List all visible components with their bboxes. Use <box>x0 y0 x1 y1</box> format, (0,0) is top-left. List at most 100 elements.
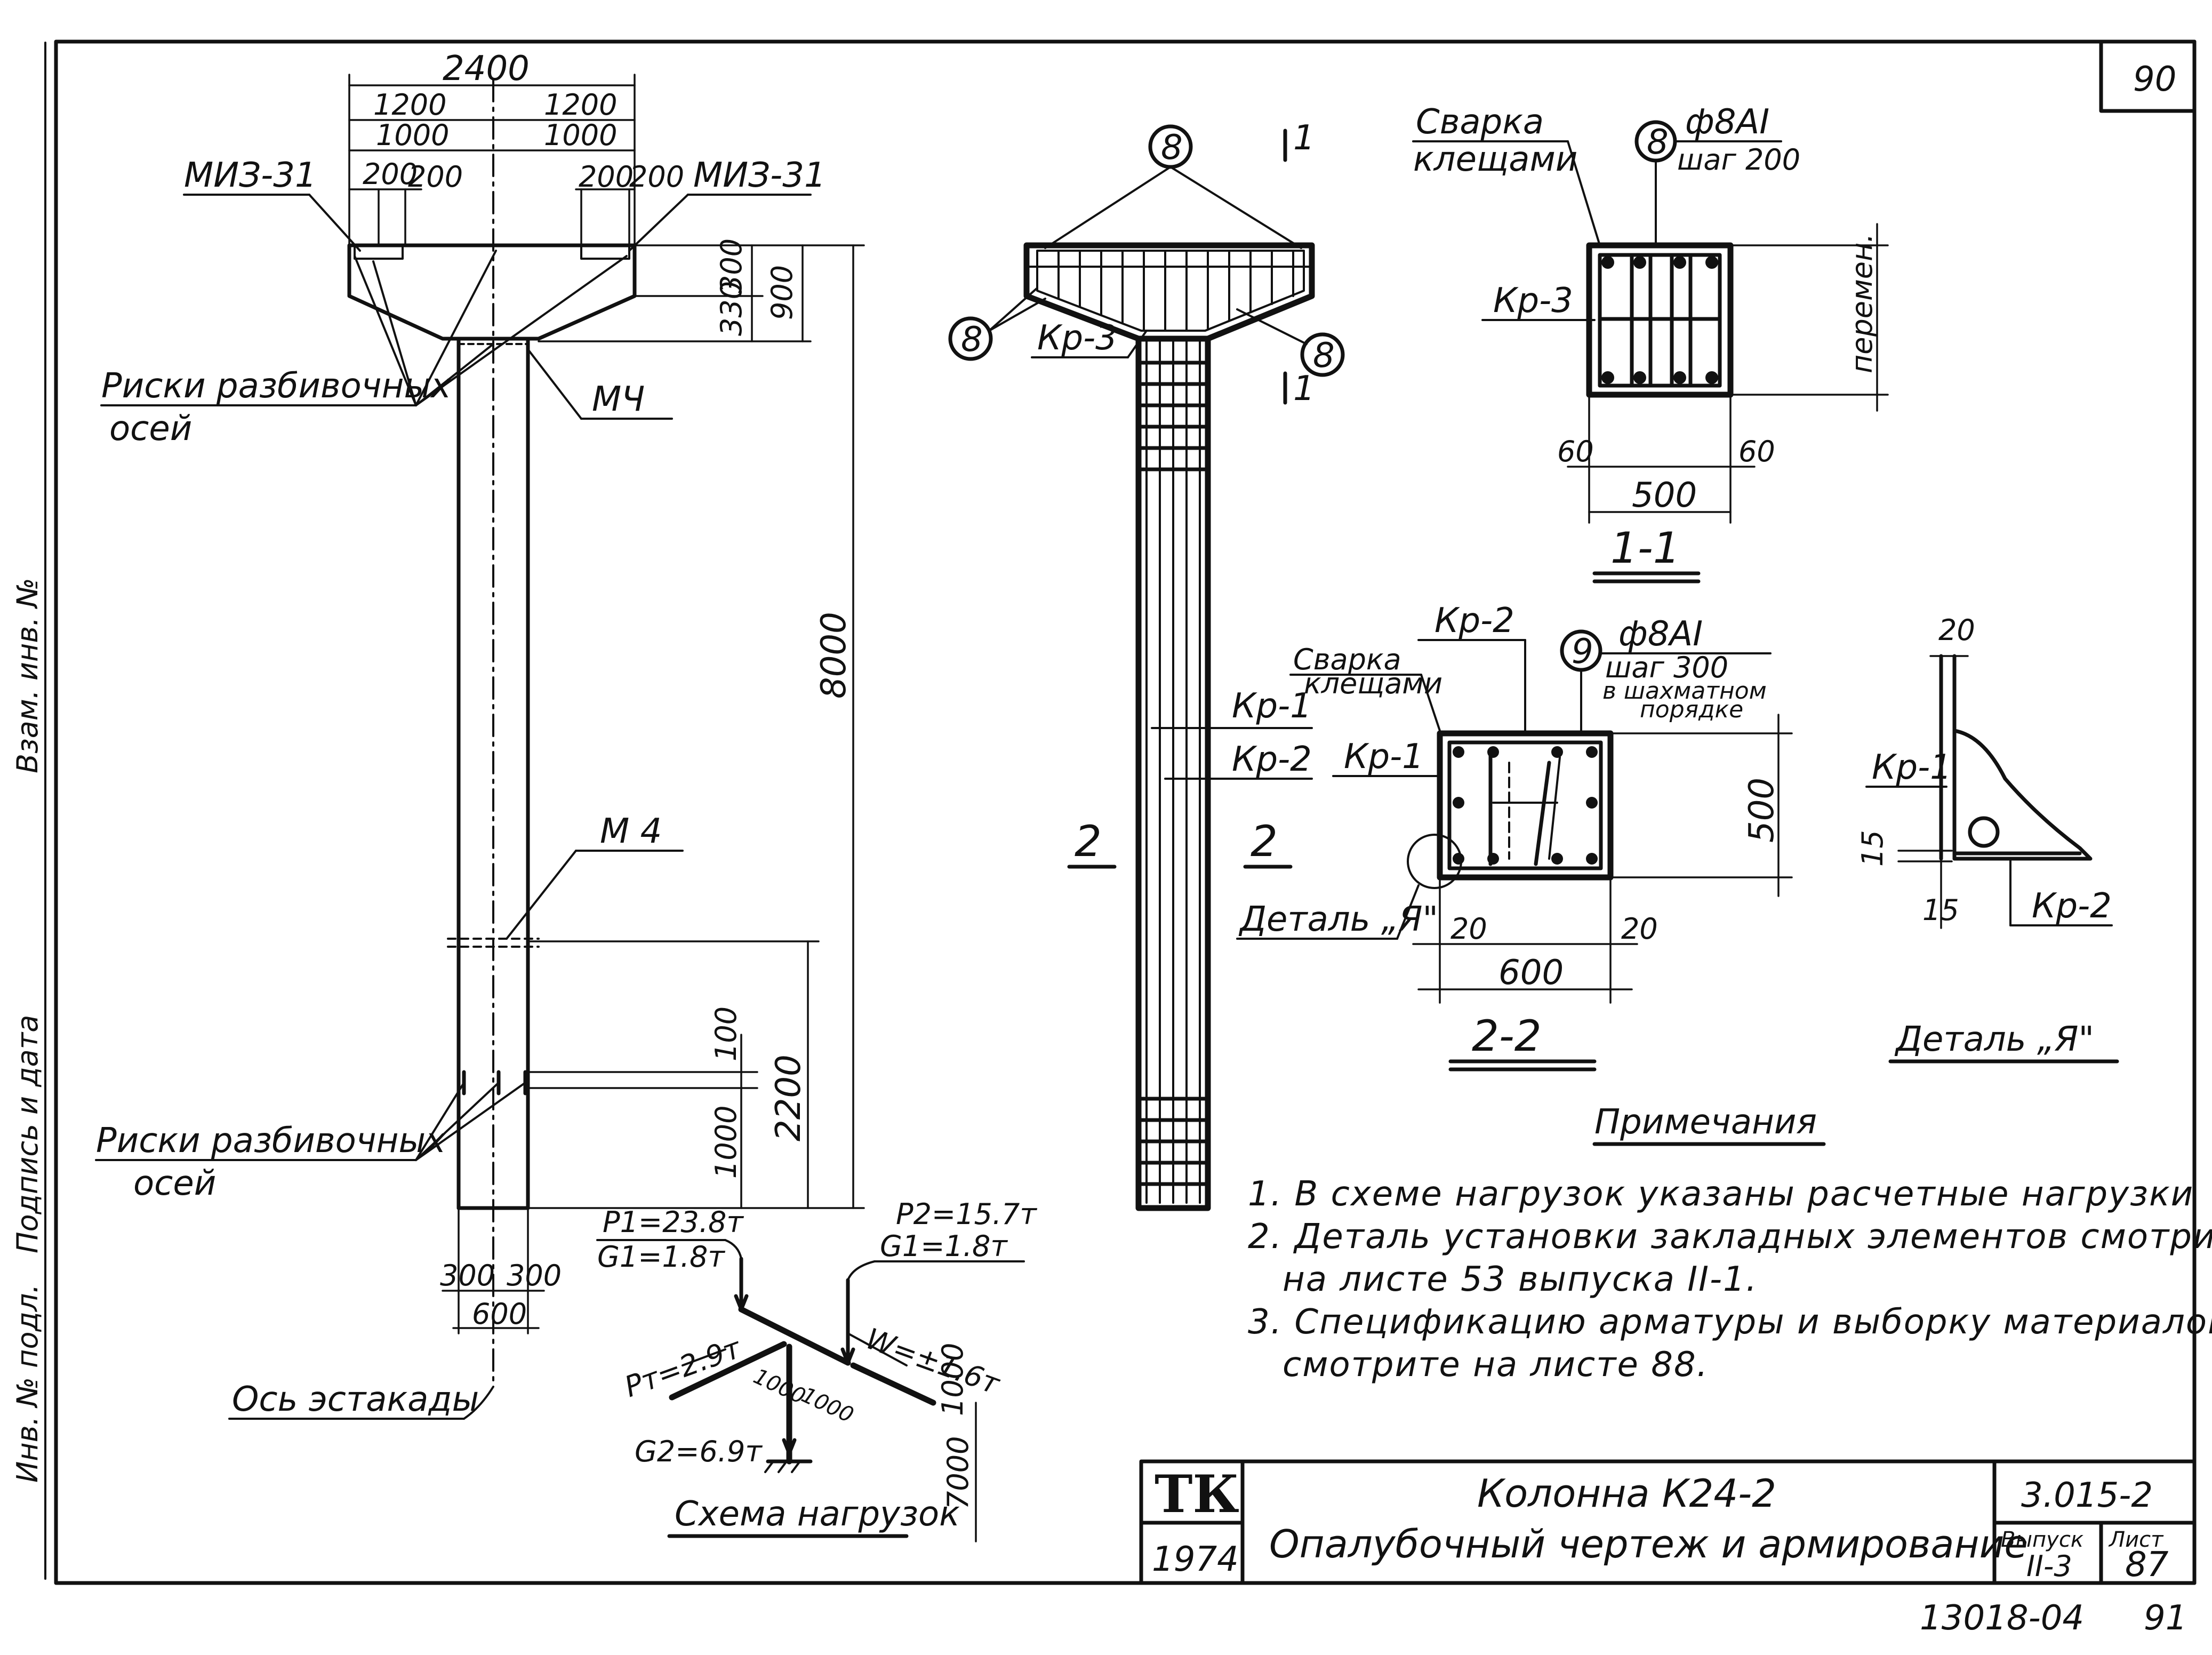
axis-marks-bottom-label: Риски разбивочных <box>96 1121 446 1161</box>
dim-600: 600 <box>472 1297 527 1331</box>
s22-outline <box>1437 730 1614 881</box>
load-g1-left: G1=1.8т <box>597 1240 725 1274</box>
s22-welding-2: клещами <box>1304 667 1442 700</box>
sheet-value: 87 <box>2125 1545 2169 1585</box>
dim-200-a: 200 <box>363 157 418 191</box>
load-scheme: P1=23.8т G1=1.8т P2=15.7т G1=1.8т Pт=2.9… <box>596 1197 1037 1542</box>
shaft-ties <box>1139 361 1207 1186</box>
kr1-label: Кр-1 <box>1232 686 1312 726</box>
embed-label-left: МИЗ-31 <box>184 156 317 195</box>
dim-200-c: 200 <box>579 160 634 194</box>
s11-bars <box>1601 256 1718 384</box>
trestle-axis-label: Ось эстакады <box>232 1380 479 1419</box>
bottom-number: 13018-04 <box>1920 1598 2084 1638</box>
load-p1: P1=23.8т <box>603 1205 744 1239</box>
s22-pos: 9 <box>1572 632 1593 671</box>
s22-welding: Сварка <box>1293 643 1401 676</box>
dim-1200-right: 1200 <box>544 88 617 122</box>
sheet-label: Лист <box>2108 1528 2164 1552</box>
corner-box <box>2099 39 2197 113</box>
embed-label-right: МИЗ-31 <box>693 156 826 195</box>
issue-value: II-3 <box>2026 1549 2072 1583</box>
detail-dim-20: 20 <box>1938 613 1975 647</box>
s22-step: шаг 300 <box>1605 651 1728 684</box>
load-dim-1000-b: 1000 <box>798 1382 857 1428</box>
s11-welding: Сварка <box>1416 102 1544 142</box>
s22-bars <box>1453 746 1598 865</box>
dim-300-right: 300 <box>507 1259 562 1292</box>
dim-8000: 8000 <box>814 612 854 699</box>
load-beam-2 <box>669 1341 787 1401</box>
s22-step-3: порядке <box>1640 696 1743 723</box>
load-dim-7000: 7000 <box>941 1436 975 1509</box>
detail-dim-15-a: 15 <box>1856 830 1889 867</box>
left-margin-notes: Инв. № подл. Подпись и дата Взам. инв. № <box>11 42 46 1580</box>
axis-marks-bottom-label-2: осей <box>133 1164 216 1203</box>
detail-kr2: Кр-2 <box>2032 886 2112 926</box>
dim-900: 900 <box>765 265 799 320</box>
section-1-bottom: 1 <box>1293 369 1315 409</box>
dim-100: 100 <box>709 1006 743 1061</box>
dim-1200-left: 1200 <box>373 88 446 122</box>
s22-detail-ref: Деталь „Я" <box>1238 900 1438 939</box>
capital-stirrups <box>1057 250 1294 332</box>
notes-block: Примечания 1. В схеме нагрузок указаны р… <box>1248 1102 2212 1385</box>
s11-pos: 8 <box>1647 123 1669 162</box>
reinforcement-view: 8 8 8 Кр-3 1 1 Кр-1 Кр-2 2 2 <box>948 118 1345 1211</box>
load-w: W=±1.6т <box>862 1322 1005 1401</box>
note-1: 1. В схеме нагрузок указаны расчетные на… <box>1248 1174 2194 1214</box>
s11-variable: перемен. <box>1845 234 1879 373</box>
embed-plate-left <box>354 244 404 260</box>
dim-1000-right: 1000 <box>544 118 617 152</box>
s11-dim-60-left: 60 <box>1557 435 1594 468</box>
kr2-label: Кр-2 <box>1232 740 1312 779</box>
axis-marks-top-label: Риски разбивочных <box>101 366 452 406</box>
reinf-shaft <box>1135 335 1211 1211</box>
axis-marks-top-label-2: осей <box>109 409 192 449</box>
mark-m4: М 4 <box>600 812 662 851</box>
s11-dim-60-right: 60 <box>1738 435 1775 468</box>
load-beam-1 <box>738 1306 851 1366</box>
pos-8-left-circle <box>948 316 993 361</box>
s22-dim-600: 600 <box>1498 953 1564 993</box>
note-3: 3. Спецификацию арматуры и выборку матер… <box>1248 1302 2212 1342</box>
pos-8-right: 8 <box>1313 336 1335 375</box>
dim-200-b: 200 <box>408 160 463 194</box>
dim-2400: 2400 <box>443 49 530 89</box>
pos-8-top: 8 <box>1161 128 1183 167</box>
section-2-right: 2 <box>1251 817 1278 866</box>
dim-1000: 1000 <box>709 1106 743 1179</box>
margin-text-3: Взам. инв. № <box>11 578 44 773</box>
load-g1-right: G1=1.8т <box>880 1229 1008 1263</box>
load-dim-1000-c: 1000 <box>936 1343 969 1416</box>
s22-kr1: Кр-1 <box>1344 737 1424 777</box>
note-2-cont: на листе 53 выпуска II-1. <box>1283 1260 1758 1299</box>
dim-1000-left: 1000 <box>376 118 449 152</box>
section-1-1: Сварка клещами 8 ф8АI шаг 200 Кр-3 перем… <box>1412 102 1889 583</box>
mark-mch-top: МЧ <box>592 380 645 419</box>
drawing-title-2: Опалубочный чертеж и армирование <box>1269 1522 2028 1566</box>
detail-ya: 20 Кр-1 15 15 Кр-2 Деталь „Я" <box>1856 613 2119 1064</box>
s11-welding-2: клещами <box>1413 140 1577 179</box>
s11-dim-500: 500 <box>1632 476 1697 515</box>
s22-step-2: в шахматном <box>1602 677 1767 705</box>
note-3-cont: смотрите на листе 88. <box>1283 1345 1709 1385</box>
bottom-page: 91 <box>2144 1598 2187 1638</box>
section-2-2: Кр-2 Сварка клещами 9 ф8АI шаг 300 в шах… <box>1236 601 1793 1072</box>
kr3-label: Кр-3 <box>1037 318 1117 358</box>
dim-330: 330 <box>715 281 748 336</box>
s22-rebar: ф8АI <box>1618 614 1703 654</box>
detail-title: Деталь „Я" <box>1894 1020 2094 1059</box>
dim-200-d: 200 <box>629 160 684 194</box>
s11-step: шаг 200 <box>1677 143 1800 177</box>
s22-dim-20-right: 20 <box>1621 912 1658 946</box>
load-title: Схема нагрузок <box>675 1494 960 1534</box>
org-stamp: ТК <box>1155 1464 1239 1524</box>
section-1-top: 1 <box>1293 118 1315 158</box>
s22-kr2: Кр-2 <box>1434 601 1514 641</box>
detail-kr1: Кр-1 <box>1872 748 1952 787</box>
drawing-title-1: Колонна К24-2 <box>1477 1471 1776 1516</box>
s22-dim-500: 500 <box>1742 778 1782 843</box>
s22-detail-circle <box>1407 834 1462 889</box>
s11-rebar: ф8АI <box>1685 102 1769 142</box>
